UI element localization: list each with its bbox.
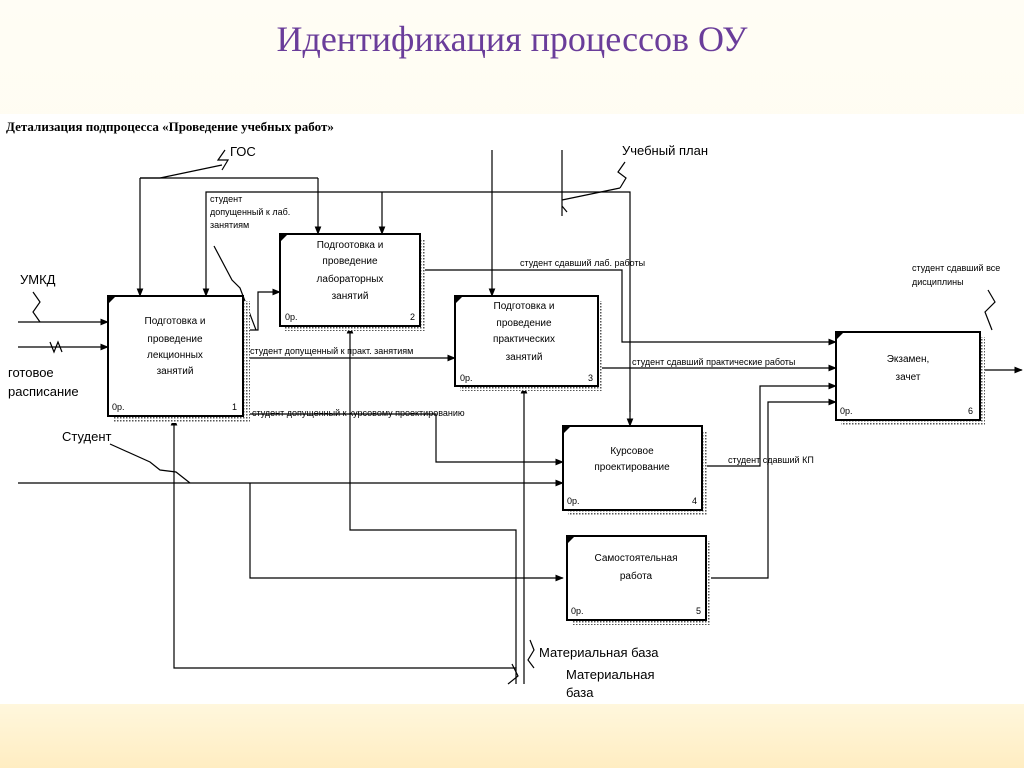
label-course-admitted: студент допущенный к курсовому проектиро… [252,408,465,418]
arrow-labels: ГОС Учебный план УМКД готовое расписание… [8,143,1000,700]
squiggle-plan [617,161,627,189]
box-3: Подготовка и проведение практических зан… [454,295,602,391]
label-lab-admitted-3: занятиям [210,220,249,230]
diagram-title: Детализация подпроцесса «Проведение учеб… [6,119,334,134]
diagram-canvas: Детализация подпроцесса «Проведение учеб… [0,114,1024,704]
label-prakt-admitted: студент допущенный к практ. занятиям [250,346,413,356]
box-6-line-2: зачет [896,372,921,383]
box-2-line-4: занятий [332,291,369,302]
box-1: Подготовка и проведение лекционных занят… [107,295,250,423]
box-4-cost: 0р. [567,496,580,506]
squiggle-all-passed [984,289,996,331]
box-2-cost: 0р. [285,312,298,322]
label-material-1: Материальная база [539,645,659,660]
box-1-cost: 0р. [112,402,125,412]
box-4-line-1: Курсовое [610,446,654,457]
box-3-number: 3 [588,373,593,383]
arrow-box5-exam [706,398,837,579]
plan-bus [205,191,631,412]
label-prakt-passed: студент сдавший практические работы [632,357,795,367]
label-schedule-1: готовое [8,365,54,380]
arrow-box2-exam [420,269,837,346]
box-2-number: 2 [410,312,415,322]
box-5-line-2: работа [620,570,653,582]
box-1-line-2: проведение [147,334,203,345]
squiggle-gos [216,149,230,171]
slide-title: Идентификация процессов ОУ [276,19,748,59]
box-5-cost: 0р. [571,606,584,616]
label-student: Студент [62,429,112,444]
arrow-material-box2 [346,325,517,668]
box-1-line-1: Подготовка и [145,316,206,327]
squiggle-material [527,639,535,669]
box-1-number: 1 [232,402,237,412]
box-2-line-1: Подгоотовка и [317,240,384,251]
box-3-line-1: Подготовка и [494,301,555,312]
student-leader [109,443,191,484]
box-1-line-4: занятий [157,366,194,377]
box-4-line-2: проектирование [594,462,670,473]
label-umkd: УМКД [20,272,56,287]
squiggle-schedule [49,340,63,354]
gos-leader [140,164,223,179]
label-all-passed-1: студент сдавший все [912,263,1000,273]
box-5: Самостоятельная работа 0р. 5 [566,535,711,625]
box-6-number: 6 [968,406,973,416]
box-3-line-2: проведение [496,318,552,329]
label-gos: ГОС [230,144,256,159]
footer-band [0,704,1024,768]
box-6: Экзамен, зачет 0р. 6 [835,331,985,425]
box-5-line-1: Самостоятельная [594,553,677,564]
box-5-number: 5 [696,606,701,616]
label-schedule-2: расписание [8,384,79,399]
box-3-line-3: практических [493,334,555,345]
box-2: Подгоотовка и проведение лабораторных за… [279,233,425,331]
box-6-cost: 0р. [840,406,853,416]
label-lab-passed: студент сдавший лаб. работы [520,258,645,268]
squiggle-material-2 [507,663,519,685]
label-all-passed-2: дисциплины [912,277,964,287]
idef0-diagram: Детализация подпроцесса «Проведение учеб… [6,119,1023,700]
box-4: Курсовое проектирование 0р. 4 [562,425,707,515]
arrow-box4-exam [702,382,837,467]
squiggle-umkd [32,291,41,323]
plan-leader [561,187,621,201]
arrow-material-box1 [170,417,517,684]
label-lab-admitted-2: допущенный к лаб. [210,207,290,217]
box-2-line-3: лабораторных [317,273,384,285]
arrow-box1-box4 [243,413,564,466]
box-6-line-1: Экзамен, [887,354,930,365]
arrow-box1-box2 [243,288,281,331]
connectors [18,149,1023,685]
box-3-line-4: занятий [506,352,543,363]
label-material-2a: Материальная [566,667,655,682]
label-lab-admitted-1: студент [210,194,242,204]
box-3-cost: 0р. [460,373,473,383]
arrow-student-box5 [249,483,564,582]
plan-tick [561,205,568,213]
box-1-line-3: лекционных [147,350,203,361]
label-plan: Учебный план [622,143,708,158]
label-kp-passed: студент сдавший КП [728,455,814,465]
label-material-2b: база [566,685,594,700]
box-2-line-2: проведение [322,256,378,267]
box-4-number: 4 [692,496,697,506]
